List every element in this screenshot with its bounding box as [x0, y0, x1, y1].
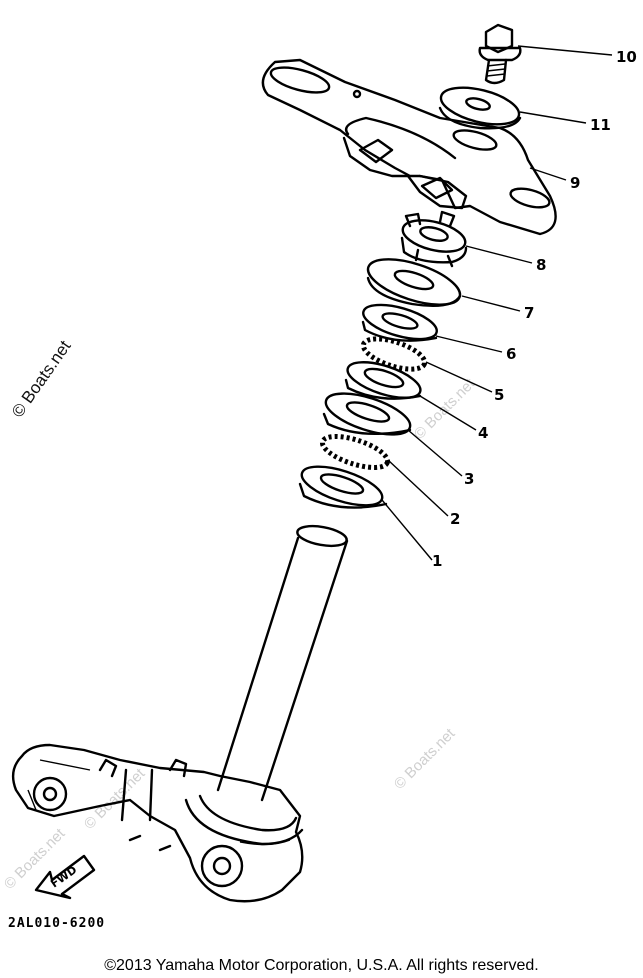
diagram-code: 2AL010-6200	[8, 916, 106, 931]
callout-7: 7	[524, 304, 534, 322]
copyright-footer: ©2013 Yamaha Motor Corporation, U.S.A. A…	[104, 957, 539, 974]
part-bearing-race-middle	[344, 361, 422, 400]
callout-5: 5	[494, 386, 504, 404]
part-ball-bearings-upper	[360, 336, 428, 372]
part-washer	[438, 86, 522, 130]
leader-lines	[381, 45, 613, 561]
callout-8: 8	[536, 256, 546, 274]
callout-6: 6	[506, 345, 516, 363]
callout-4: 4	[478, 424, 488, 442]
part-ring-nut	[400, 210, 468, 268]
part-ball-bearings-lower	[319, 433, 391, 471]
watermark-faint: © Boats.net	[81, 765, 149, 833]
callout-10: 10	[616, 48, 637, 66]
callout-11: 11	[590, 116, 611, 134]
callout-3: 3	[464, 470, 474, 488]
part-cover	[366, 258, 462, 307]
callout-2: 2	[450, 510, 460, 528]
part-upper-bracket	[261, 58, 557, 236]
callout-9: 9	[570, 174, 580, 192]
part-steering-stem	[11, 524, 349, 903]
part-bolt	[478, 23, 522, 85]
part-bearing-race-lower	[322, 392, 412, 436]
watermark-faint: © Boats.net	[391, 725, 459, 793]
callout-1: 1	[432, 552, 442, 570]
part-dust-seal	[298, 465, 388, 509]
watermark-faint: © Boats.net	[411, 375, 479, 443]
callout-labels: 10 11 9 8 7 6 5 4 3 2 1	[432, 48, 637, 570]
fwd-label: FWD	[48, 863, 79, 890]
fwd-arrow: FWD	[34, 854, 96, 900]
